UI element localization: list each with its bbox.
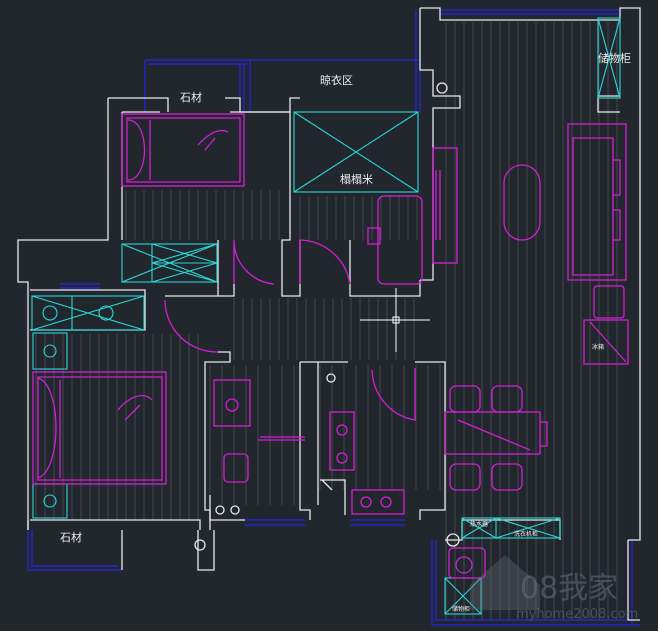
label-tatami: 榻榻米	[340, 172, 373, 186]
master-bed	[32, 371, 167, 485]
toilet	[223, 453, 249, 483]
tatami	[293, 111, 419, 193]
cad-crosshair	[360, 288, 430, 352]
stove	[329, 411, 355, 471]
washer	[448, 547, 486, 579]
walls	[17, 7, 641, 621]
watermark-logo: 08我家	[520, 571, 618, 606]
sofa	[567, 123, 627, 281]
bathtub	[377, 195, 423, 285]
furniture	[32, 113, 629, 579]
floor-stripes	[35, 22, 618, 620]
watermark-url: myhome2008.com	[516, 607, 638, 622]
watermark: 08我家 myhome2008.com	[470, 555, 638, 622]
label-fridge: 冰箱	[592, 343, 604, 351]
label-stone-top: 石材	[180, 90, 202, 104]
kitchen-sink	[351, 489, 405, 515]
wardrobe-bedroom	[31, 295, 145, 331]
label-water-heater: 热水器	[470, 520, 488, 528]
tatami-bed	[121, 113, 245, 187]
coffee-table	[503, 164, 541, 241]
label-washer-cabinet: 洗衣机柜	[514, 530, 538, 538]
label-drying-area: 晾衣区	[320, 73, 353, 87]
windows	[27, 9, 640, 626]
label-storage-cabinet: 储物柜	[598, 51, 631, 65]
label-storage-small: 储物柜	[452, 605, 470, 613]
fridge	[583, 319, 629, 365]
label-stone-bottom: 石材	[60, 530, 82, 544]
doors	[164, 239, 416, 441]
dining-table	[444, 411, 541, 455]
cabinets	[31, 17, 621, 615]
bath-sink	[213, 379, 251, 427]
tv-cabinet	[432, 147, 458, 264]
